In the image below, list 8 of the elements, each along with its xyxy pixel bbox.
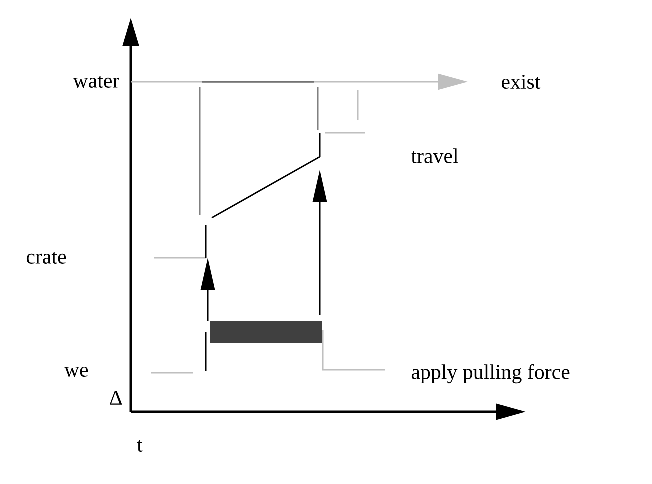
axis-label: travel xyxy=(411,148,458,164)
axis-label: crate xyxy=(26,252,66,264)
axis-label: apply pulling force xyxy=(412,364,570,384)
axis-label: we xyxy=(64,366,88,378)
axis-label: water xyxy=(73,76,120,88)
axis-label: exist xyxy=(502,74,541,90)
axis-label: t xyxy=(137,440,143,452)
axis-label: Δ xyxy=(110,391,122,405)
